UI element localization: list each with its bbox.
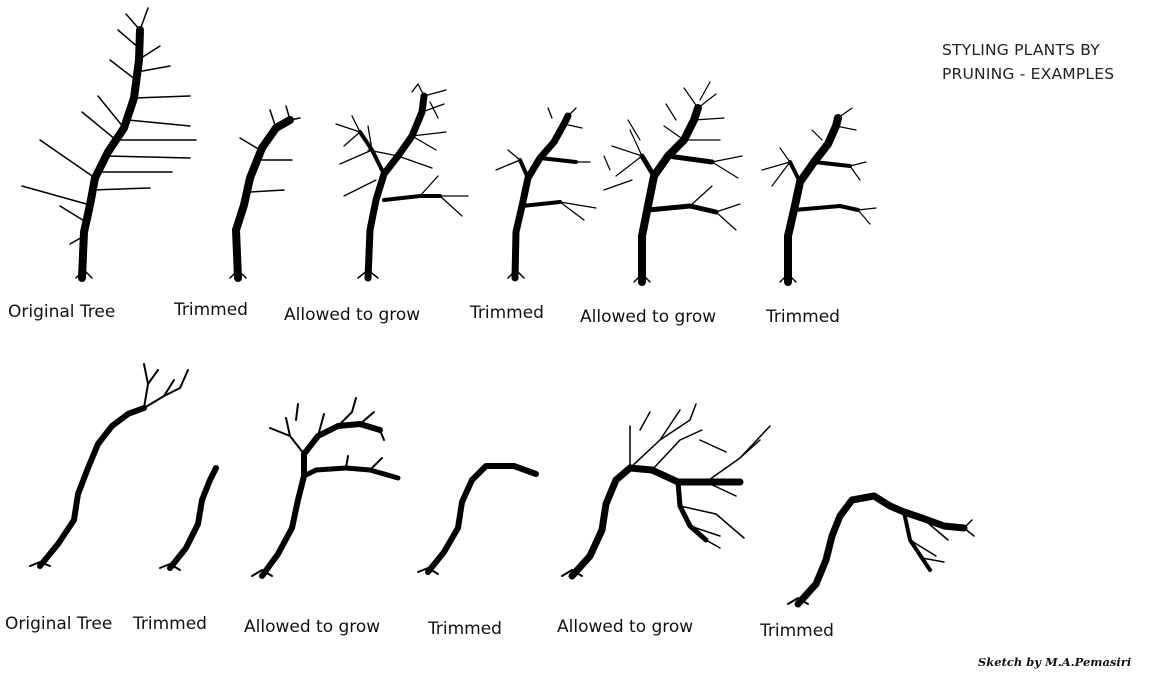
diagram-title: STYLING PLANTS BY PRUNING - EXAMPLES (942, 38, 1114, 86)
top-tree-trimmed-3 (762, 108, 876, 282)
bottom-label-trimmed-2: Trimmed (428, 619, 502, 639)
bottom-tree-allowed-1 (252, 398, 398, 576)
top-label-trimmed-2: Trimmed (470, 303, 544, 323)
top-tree-trimmed-1 (230, 106, 300, 278)
top-tree-allowed-1 (336, 84, 468, 278)
bottom-label-allowed-2: Allowed to grow (557, 617, 693, 637)
bottom-label-original-tree: Original Tree (5, 614, 112, 634)
bottom-tree-original (30, 364, 188, 566)
bottom-tree-trimmed-2 (418, 466, 536, 574)
top-label-trimmed-1: Trimmed (174, 300, 248, 320)
top-tree-trimmed-2 (496, 108, 596, 278)
top-label-original-tree: Original Tree (8, 302, 115, 322)
top-label-trimmed-3: Trimmed (766, 307, 840, 327)
top-label-allowed-2: Allowed to grow (580, 307, 716, 327)
bottom-label-trimmed-1: Trimmed (133, 614, 207, 634)
bottom-tree-trimmed-1 (160, 468, 216, 570)
title-line-2: PRUNING - EXAMPLES (942, 62, 1114, 86)
bottom-label-trimmed-3: Trimmed (760, 621, 834, 641)
bottom-tree-allowed-2 (562, 404, 770, 576)
title-line-1: STYLING PLANTS BY (942, 38, 1114, 62)
bottom-tree-trimmed-3 (788, 496, 974, 604)
top-label-allowed-1: Allowed to grow (284, 305, 420, 325)
sketch-credit: Sketch by M.A.Pemasiri (978, 655, 1131, 669)
top-tree-allowed-2 (604, 82, 742, 282)
top-tree-original (22, 8, 196, 278)
bottom-label-allowed-1: Allowed to grow (244, 617, 380, 637)
